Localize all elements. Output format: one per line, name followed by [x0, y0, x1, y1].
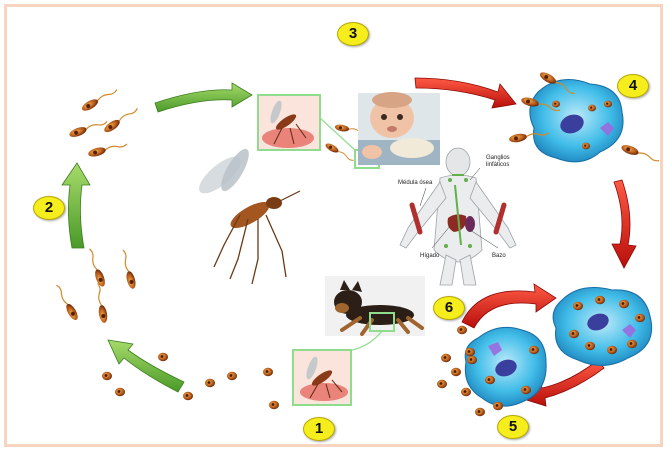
- step-badge-1: 1: [303, 417, 335, 441]
- label-lymph-nodes: Ganglios linfáticos: [486, 155, 510, 169]
- green-arrow-bottom: [108, 340, 184, 392]
- macrophage-icon-infected: [553, 288, 652, 366]
- label-liver: Hígado: [420, 253, 439, 260]
- macrophage-icon-step4: [530, 80, 623, 162]
- label-spleen: Bazo: [492, 253, 506, 260]
- step-badge-6: 6: [433, 296, 465, 320]
- promastigote-group-left: [53, 248, 137, 324]
- green-arrow-top: [155, 83, 252, 112]
- red-arrow-curved: [462, 284, 556, 328]
- step-badge-5: 5: [497, 415, 529, 439]
- infant-photo: [358, 92, 440, 165]
- step-badge-3: 3: [337, 22, 369, 46]
- sandfly-bite-inset-bottom: [293, 350, 351, 405]
- red-arrow-right: [612, 180, 636, 268]
- sandfly-bite-inset-top: [258, 95, 320, 150]
- puppy-photo: [325, 276, 425, 336]
- green-arrow-left: [62, 163, 90, 248]
- promastigote-group-top: [68, 86, 140, 158]
- label-bone-marrow: Médula ósea: [398, 180, 432, 187]
- sandfly-icon: [194, 145, 300, 284]
- step-badge-2: 2: [33, 196, 65, 220]
- inset-connector-top: [320, 118, 355, 150]
- macrophage-icon-ruptured: [465, 327, 546, 406]
- step-badge-4: 4: [617, 74, 649, 98]
